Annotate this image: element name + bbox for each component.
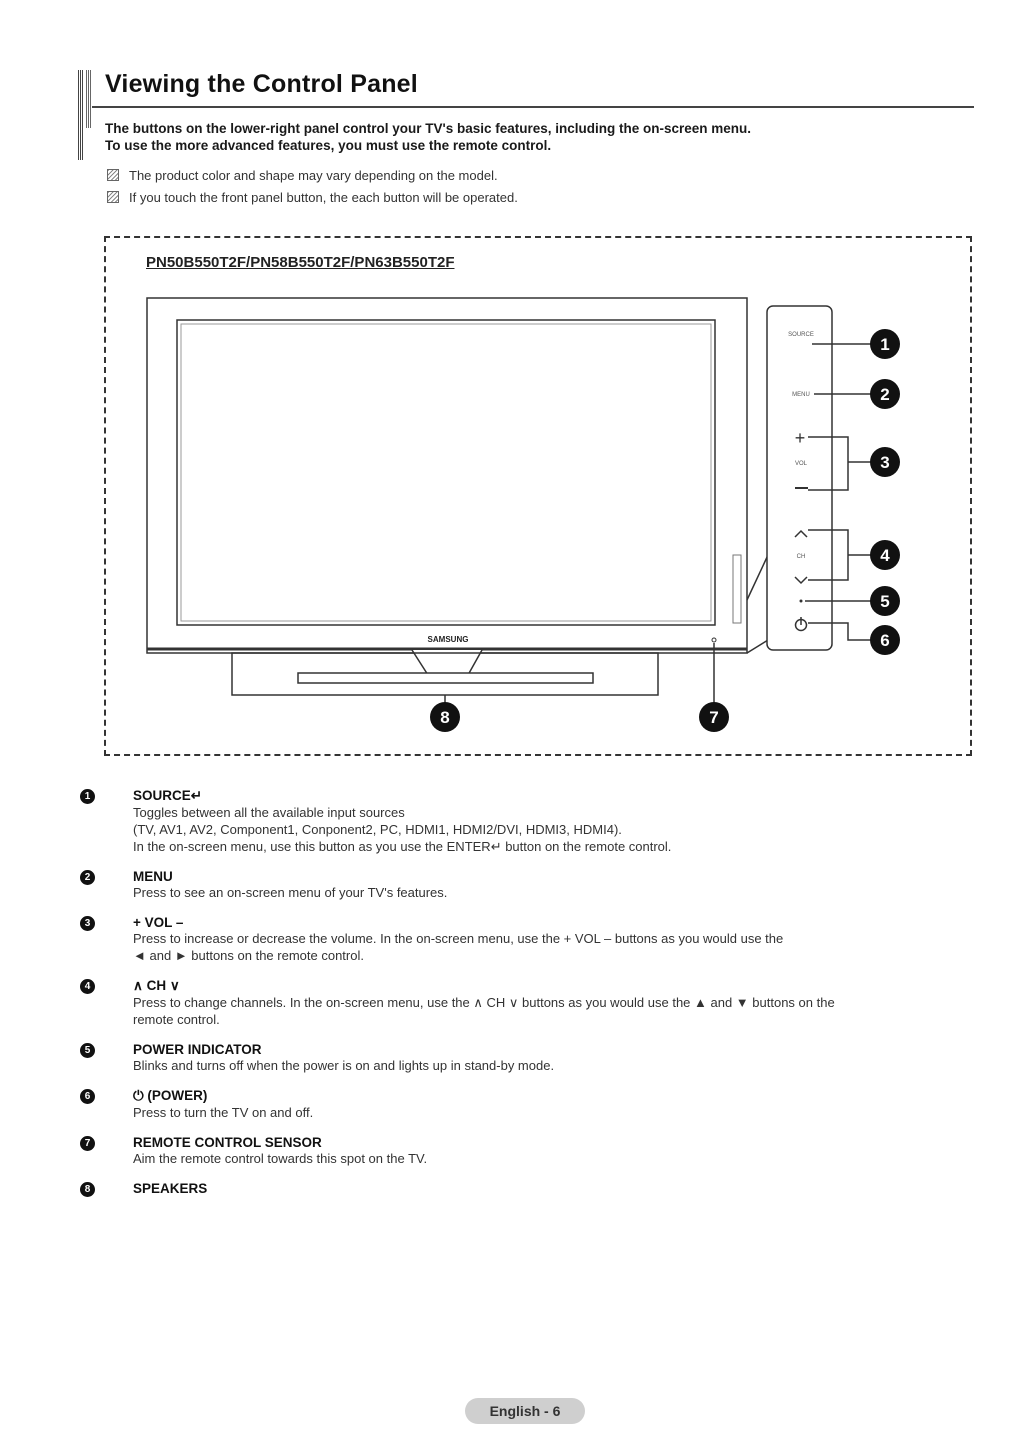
legend-num: 4 bbox=[80, 979, 95, 994]
legend-head: SPEAKERS bbox=[133, 1181, 208, 1196]
legend-item-vol: 3 + VOL – Press to increase or decrease … bbox=[80, 915, 980, 964]
remote-sensor-dot bbox=[711, 637, 717, 643]
callout-2-label: 2 bbox=[880, 385, 889, 404]
legend-line: Toggles between all the available input … bbox=[133, 805, 405, 820]
legend-head: SOURCE↵ bbox=[133, 788, 203, 803]
panel-label-menu: MENU bbox=[792, 392, 810, 398]
legend-head: + VOL – bbox=[133, 915, 184, 930]
legend-line: In the on-screen menu, use this button a… bbox=[133, 839, 672, 854]
note-icon bbox=[107, 191, 119, 203]
intro-line-1: The buttons on the lower-right panel con… bbox=[105, 121, 752, 136]
tv-brand: SAMSUNG bbox=[428, 635, 469, 644]
model-number: PN50B550T2F/PN58B550T2F/PN63B550T2F bbox=[146, 254, 455, 271]
panel-label-ch: CH bbox=[797, 554, 806, 560]
legend-num: 5 bbox=[80, 1043, 95, 1058]
power-indicator-dot bbox=[799, 599, 803, 603]
callout-5 bbox=[870, 586, 900, 616]
intro-line-2: To use the more advanced features, you m… bbox=[105, 138, 552, 153]
legend-head: ⏻ (POWER) bbox=[133, 1088, 208, 1103]
note-1: The product color and shape may vary dep… bbox=[107, 168, 498, 183]
legend-line: ◄ and ► buttons on the remote control. bbox=[133, 948, 364, 963]
legend-item-ch: 4 ∧ CH ∨ Press to change channels. In th… bbox=[80, 978, 980, 1028]
legend-num: 8 bbox=[80, 1182, 95, 1197]
legend-head: REMOTE CONTROL SENSOR bbox=[133, 1135, 322, 1150]
legend-head: POWER INDICATOR bbox=[133, 1042, 262, 1057]
legend-head: MENU bbox=[133, 869, 173, 884]
note-2: If you touch the front panel button, the… bbox=[107, 190, 518, 205]
callout-3-label: 3 bbox=[880, 453, 889, 472]
callout-7 bbox=[699, 702, 729, 732]
ch-down-icon bbox=[794, 576, 808, 585]
plus-icon: + bbox=[795, 428, 806, 448]
callout-4 bbox=[870, 540, 900, 570]
callout-8 bbox=[430, 702, 460, 732]
tv-screen bbox=[176, 319, 716, 626]
legend-line: Blinks and turns off when the power is o… bbox=[133, 1058, 555, 1073]
note-icon bbox=[107, 169, 119, 181]
callout-3 bbox=[870, 447, 900, 477]
legend-item-power: 6 ⏻ (POWER) Press to turn the TV on and … bbox=[80, 1088, 980, 1121]
legend-line: remote control. bbox=[133, 1012, 220, 1027]
control-panel-zoom bbox=[766, 305, 833, 651]
title-decoration-2 bbox=[86, 70, 91, 128]
legend-item-remote-sensor: 7 REMOTE CONTROL SENSOR Aim the remote c… bbox=[80, 1135, 980, 1167]
callout-7-label: 7 bbox=[709, 708, 718, 727]
intro-text: The buttons on the lower-right panel con… bbox=[105, 120, 751, 154]
panel-label-source: SOURCE bbox=[788, 332, 814, 338]
legend-num: 3 bbox=[80, 916, 95, 931]
legend-line: Press to turn the TV on and off. bbox=[133, 1105, 314, 1120]
legend-line: Press to see an on-screen menu of your T… bbox=[133, 885, 448, 900]
legend-num: 2 bbox=[80, 870, 95, 885]
legend-head: ∧ CH ∨ bbox=[133, 978, 180, 993]
ch-up-icon bbox=[794, 529, 808, 538]
callout-4-label: 4 bbox=[880, 546, 890, 565]
legend-item-menu: 2 MENU Press to see an on-screen menu of… bbox=[80, 869, 980, 901]
title-rule bbox=[92, 106, 974, 108]
callout-8-label: 8 bbox=[440, 708, 449, 727]
legend-num: 1 bbox=[80, 789, 95, 804]
callout-2 bbox=[870, 379, 900, 409]
panel-label-vol: VOL bbox=[795, 461, 808, 467]
figure-frame bbox=[104, 236, 972, 756]
callouts bbox=[430, 329, 900, 732]
callout-6-label: 6 bbox=[880, 631, 889, 650]
legend-line: Aim the remote control towards this spot… bbox=[133, 1151, 428, 1166]
page-title: Viewing the Control Panel bbox=[105, 70, 418, 98]
legend-num: 7 bbox=[80, 1136, 95, 1151]
callout-6 bbox=[870, 625, 900, 655]
legend-num: 6 bbox=[80, 1089, 95, 1104]
legend-item-source: 1 SOURCE↵ Toggles between all the availa… bbox=[80, 788, 980, 855]
title-decoration bbox=[78, 70, 84, 160]
legend-list: 1 SOURCE↵ Toggles between all the availa… bbox=[80, 788, 980, 1210]
legend-line: Press to increase or decrease the volume… bbox=[133, 931, 784, 946]
callout-1-label: 1 bbox=[880, 335, 889, 354]
legend-item-power-indicator: 5 POWER INDICATOR Blinks and turns off w… bbox=[80, 1042, 980, 1074]
legend-item-speakers: 8 SPEAKERS bbox=[80, 1181, 980, 1197]
callout-1 bbox=[870, 329, 900, 359]
callout-5-label: 5 bbox=[880, 592, 889, 611]
legend-line: (TV, AV1, AV2, Component1, Conponent2, P… bbox=[133, 822, 622, 837]
page-footer: English - 6 bbox=[465, 1398, 585, 1424]
legend-line: Press to change channels. In the on-scre… bbox=[133, 995, 835, 1010]
